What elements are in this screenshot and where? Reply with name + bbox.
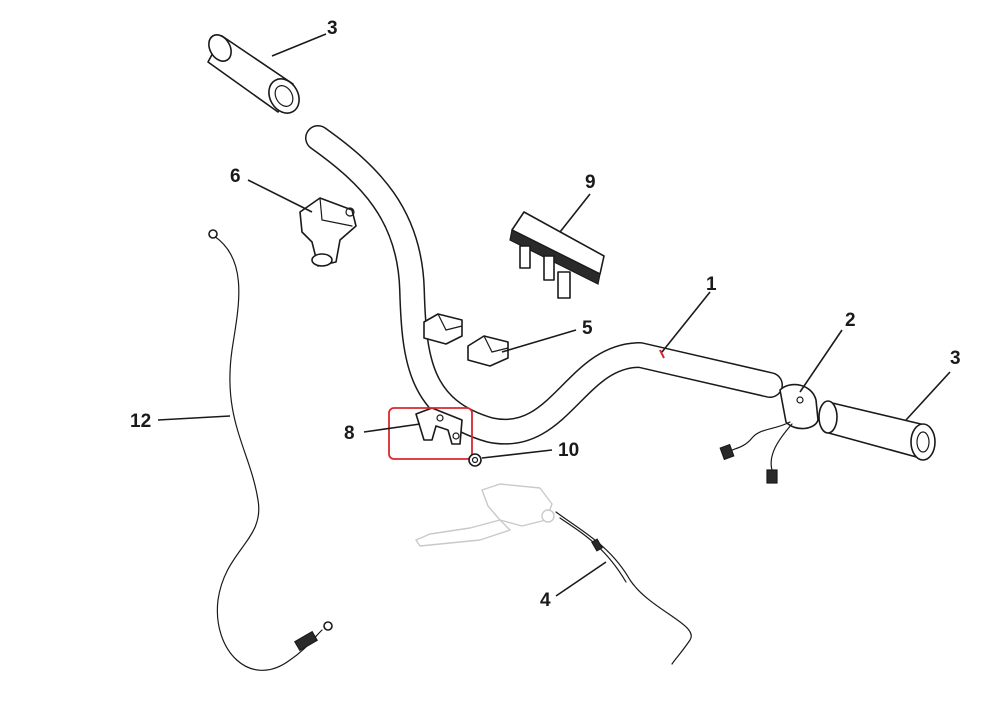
clamp-part-6[interactable]: [299, 197, 357, 267]
callout-8: 8: [344, 423, 355, 444]
leader-2: [799, 329, 843, 393]
callout-1: 1: [706, 274, 717, 295]
grip-part-3-top[interactable]: [204, 31, 305, 119]
leader-9: [559, 193, 591, 233]
callout-6: 6: [230, 166, 241, 187]
leader-1: [661, 291, 711, 353]
leader-10: [481, 449, 553, 459]
brake-cable-part-4[interactable]: [555, 511, 692, 665]
leader-12: [157, 415, 231, 421]
callout-5: 5: [582, 318, 593, 339]
callout-3-right: 3: [950, 348, 961, 369]
handlebar-part-1[interactable]: [305, 125, 783, 445]
callout-2: 2: [845, 310, 856, 331]
leader-5: [501, 329, 577, 353]
riser-clamp-part-5b[interactable]: [467, 335, 509, 367]
leader-3a: [271, 33, 327, 57]
leader-6: [247, 179, 313, 213]
top-clamp-part-9[interactable]: [509, 211, 605, 299]
brake-lever-assembly: [415, 483, 555, 547]
nut-part-10[interactable]: [468, 453, 482, 467]
grip-part-3-right[interactable]: [818, 400, 936, 461]
leader-4: [555, 561, 607, 597]
callout-12: 12: [130, 411, 151, 432]
callout-4: 4: [540, 590, 551, 611]
leader-3b: [905, 371, 951, 421]
bracket-part-8[interactable]: [415, 407, 463, 445]
callout-9: 9: [585, 172, 596, 193]
cable-part-12[interactable]: [208, 229, 333, 671]
leader-8: [363, 423, 421, 433]
highlight-box: [388, 407, 473, 460]
riser-clamp-part-5a[interactable]: [423, 313, 463, 345]
callout-3-top: 3: [327, 18, 338, 39]
callout-10: 10: [558, 440, 579, 461]
switch-housing-part-2[interactable]: [719, 383, 819, 484]
